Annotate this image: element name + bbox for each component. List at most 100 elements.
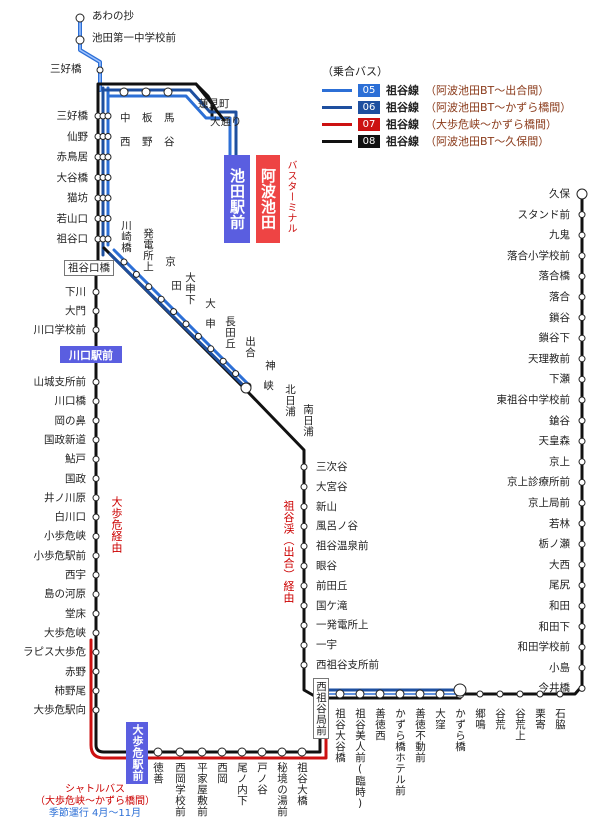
stop-label: 大歩危駅向 <box>33 704 87 717</box>
oboke-station-box: 大歩危駅前 <box>126 722 148 784</box>
stop-marker <box>75 13 85 23</box>
shuttle-note-1: シャトルバス <box>65 784 125 795</box>
stop-label: 山城支所前 <box>33 376 87 388</box>
stop-marker <box>232 370 240 378</box>
stop-label: 下瀬 <box>549 373 570 386</box>
stop-label: 三好橋 <box>56 110 89 122</box>
stop-marker <box>92 648 100 656</box>
stop-label: 小島 <box>549 661 570 674</box>
stop-label: 落合 <box>549 291 570 303</box>
stop-label: 祖谷口 <box>56 233 89 245</box>
stop-marker <box>578 437 586 445</box>
stop-label: 国政新道 <box>44 433 86 446</box>
stop-label: 三次谷 <box>316 461 348 473</box>
stop-marker <box>104 215 112 222</box>
stop-label: 新山 <box>316 500 337 513</box>
stop-marker <box>194 332 202 340</box>
stop-label: 戸ノ谷 <box>256 762 268 795</box>
stop-marker <box>170 308 178 316</box>
legend-code-07: 07 <box>358 117 380 131</box>
stop-marker <box>92 397 100 405</box>
legend-row-08: 08 祖谷線 （阿波池田BT〜久保間） <box>322 133 549 149</box>
stop-marker <box>300 641 308 649</box>
shuttle-note-3: 季節運行 4月〜11月 <box>48 808 142 819</box>
oboke-via-note: 大歩危経由 <box>110 496 123 554</box>
stop-label: 若林 <box>549 517 570 530</box>
legend-name-06: 祖谷線 <box>386 101 419 114</box>
stop-label: 平家屋敷前 <box>196 762 208 817</box>
legend-desc-06: （阿波池田BT〜かずら橋間） <box>425 101 572 114</box>
stop-label: 北日浦 <box>284 384 296 417</box>
stop-label: 祖谷大橋 <box>296 762 308 806</box>
stop-label: 和田 <box>549 600 570 612</box>
stop-label: 国ケ滝 <box>316 599 348 612</box>
stop-label: 久保 <box>549 188 570 200</box>
stop-label: 大歩危峡 <box>44 626 86 639</box>
stop-label: 西祖谷支所前 <box>316 659 379 671</box>
stop-label: 島の河原 <box>44 588 86 601</box>
stop-label: 赤鳥居 <box>56 151 89 163</box>
stop-label: 九鬼 <box>549 229 570 242</box>
stop-label: 祖谷温泉前 <box>316 540 369 553</box>
stop-marker <box>578 684 586 692</box>
stop-label: 野 <box>142 136 153 148</box>
stop-label: 大窪 <box>434 708 446 730</box>
stop-label: 大谷橋 <box>56 171 89 184</box>
stop-marker <box>300 503 308 511</box>
legend-desc-05: （阿波池田BT〜出合間） <box>425 84 550 97</box>
stop-marker <box>578 252 586 260</box>
stop-label: 若山口 <box>56 212 89 225</box>
stop-marker <box>576 188 588 200</box>
stop-label: 川崎橋 <box>120 220 132 253</box>
legend-row-06: 06 祖谷線 （阿波池田BT〜かずら橋間） <box>322 99 571 115</box>
stop-marker <box>578 355 586 363</box>
stop-label: 峡 <box>262 380 274 391</box>
stop-marker <box>157 295 165 303</box>
stop-marker <box>92 288 100 296</box>
stop-marker <box>96 66 104 74</box>
legend-desc-07: （大歩危峡〜かずら橋間） <box>425 118 557 131</box>
stop-label: 中 <box>120 112 131 124</box>
stop-label: 小歩危峡 <box>44 530 86 543</box>
legend-desc-08: （阿波池田BT〜久保間） <box>425 135 550 148</box>
stop-label: 谷荒上 <box>514 708 526 741</box>
stop-label: 和田下 <box>538 620 571 633</box>
stop-label: 谷荒 <box>494 708 506 730</box>
stop-marker <box>435 689 445 699</box>
stop-marker <box>119 87 129 97</box>
stop-label: 和田学校前 <box>517 641 571 654</box>
stop-marker <box>578 458 586 466</box>
legend-line-05 <box>322 88 352 92</box>
stop-marker <box>578 231 586 239</box>
stop-label: 京上局前 <box>528 497 570 509</box>
stop-label: 前田丘 <box>316 579 348 592</box>
stop-label: 大門 <box>65 305 86 317</box>
stop-marker <box>197 747 207 757</box>
stop-marker <box>536 690 544 698</box>
stop-label: 下川 <box>65 286 86 298</box>
legend-code-06: 06 <box>358 100 380 114</box>
stop-marker <box>300 542 308 550</box>
stop-label: 栗寄 <box>534 708 546 730</box>
legend-line-08 <box>322 139 352 143</box>
legend-name-08: 祖谷線 <box>386 135 419 148</box>
stop-marker <box>300 621 308 629</box>
legend-name-05: 祖谷線 <box>386 84 419 97</box>
stop-marker <box>92 532 100 540</box>
stop-marker <box>120 258 128 266</box>
stop-label: 善徳西 <box>374 708 386 741</box>
stop-marker <box>92 552 100 560</box>
stop-marker <box>355 689 365 699</box>
stop-marker <box>92 436 100 444</box>
stop-label: 白川口 <box>54 511 87 524</box>
stop-label: 善徳不動前 <box>414 708 426 763</box>
stop-marker <box>92 706 100 714</box>
stop-label: 今井橋 <box>538 682 571 695</box>
stop-marker <box>104 174 112 181</box>
stop-label: 大申下 <box>184 272 196 305</box>
stop-label: 大通り <box>210 116 242 128</box>
stop-label: 一宇 <box>316 639 337 652</box>
stop-marker <box>300 483 308 491</box>
stop-label: 池田第一中学校前 <box>92 32 176 44</box>
legend-row-07: 07 祖谷線 （大歩危峡〜かずら橋間） <box>322 116 557 132</box>
